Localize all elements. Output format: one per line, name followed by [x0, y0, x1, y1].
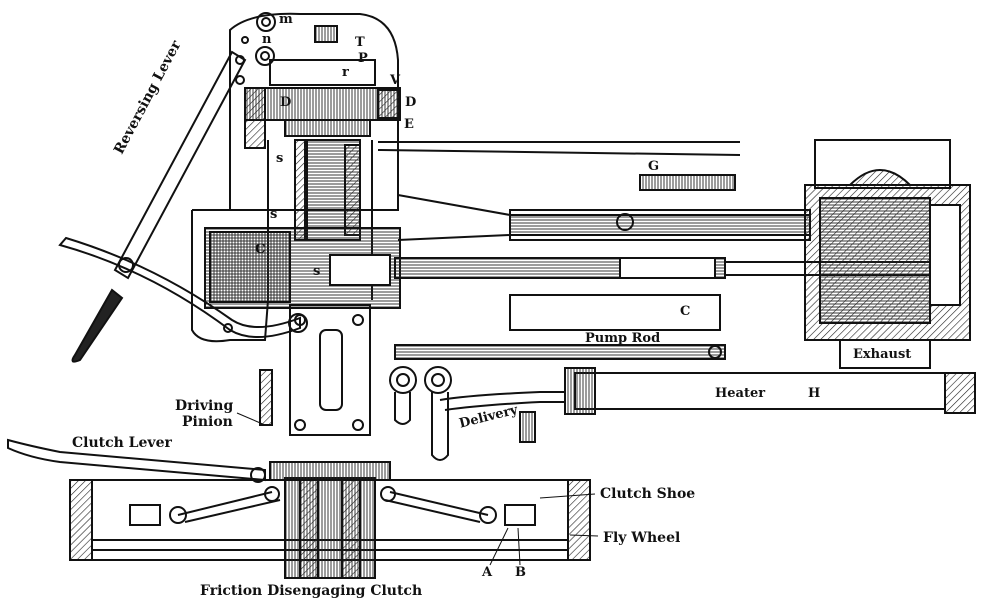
letter-G: G [648, 159, 660, 174]
fly-wheel-label: Fly Wheel [603, 530, 681, 546]
letter-s-1: s [276, 151, 284, 166]
letter-C-right: C [680, 304, 691, 319]
steam-cylinder [804, 139, 971, 369]
letter-D-right: D [405, 95, 417, 110]
letter-E: E [404, 117, 414, 132]
clutch-lever-label: Clutch Lever [72, 435, 172, 451]
letter-r: r [342, 65, 349, 80]
letter-m: m [279, 12, 293, 27]
vertical-shaft [294, 139, 361, 241]
piston-rod [394, 257, 960, 331]
letter-B: B [515, 565, 526, 580]
letter-D-left: D [280, 95, 292, 110]
driving-pinion-label-2: Pinion [182, 414, 233, 430]
exhaust-label: Exhaust [853, 347, 912, 362]
heater-h-label: H [808, 386, 821, 401]
letter-P: P [358, 51, 368, 66]
pump-rod [394, 344, 726, 360]
letter-s-3: s [313, 264, 321, 279]
letter-V: V [390, 73, 401, 88]
lower-pillar [259, 304, 371, 436]
letter-s-2: s [270, 207, 278, 222]
reversing-lever [58, 50, 308, 363]
heater [439, 367, 976, 415]
letter-A: A [482, 565, 493, 580]
crosshead-frame [191, 209, 401, 343]
gear-assembly [235, 12, 401, 149]
letter-T: T [355, 35, 365, 50]
leader-lines [236, 412, 599, 566]
letter-C-left: C [255, 242, 266, 257]
pump-rod-label: Pump Rod [585, 331, 661, 346]
heater-label: Heater [715, 386, 766, 401]
fly-wheel [69, 461, 591, 579]
clutch-shoe-label: Clutch Shoe [600, 486, 696, 502]
letter-n: n [262, 32, 272, 47]
driving-pinion-label-1: Driving [175, 398, 234, 414]
diagram-caption: Friction Disengaging Clutch [200, 583, 423, 599]
guide-slide [509, 174, 811, 241]
delivery-pipes [389, 366, 536, 461]
